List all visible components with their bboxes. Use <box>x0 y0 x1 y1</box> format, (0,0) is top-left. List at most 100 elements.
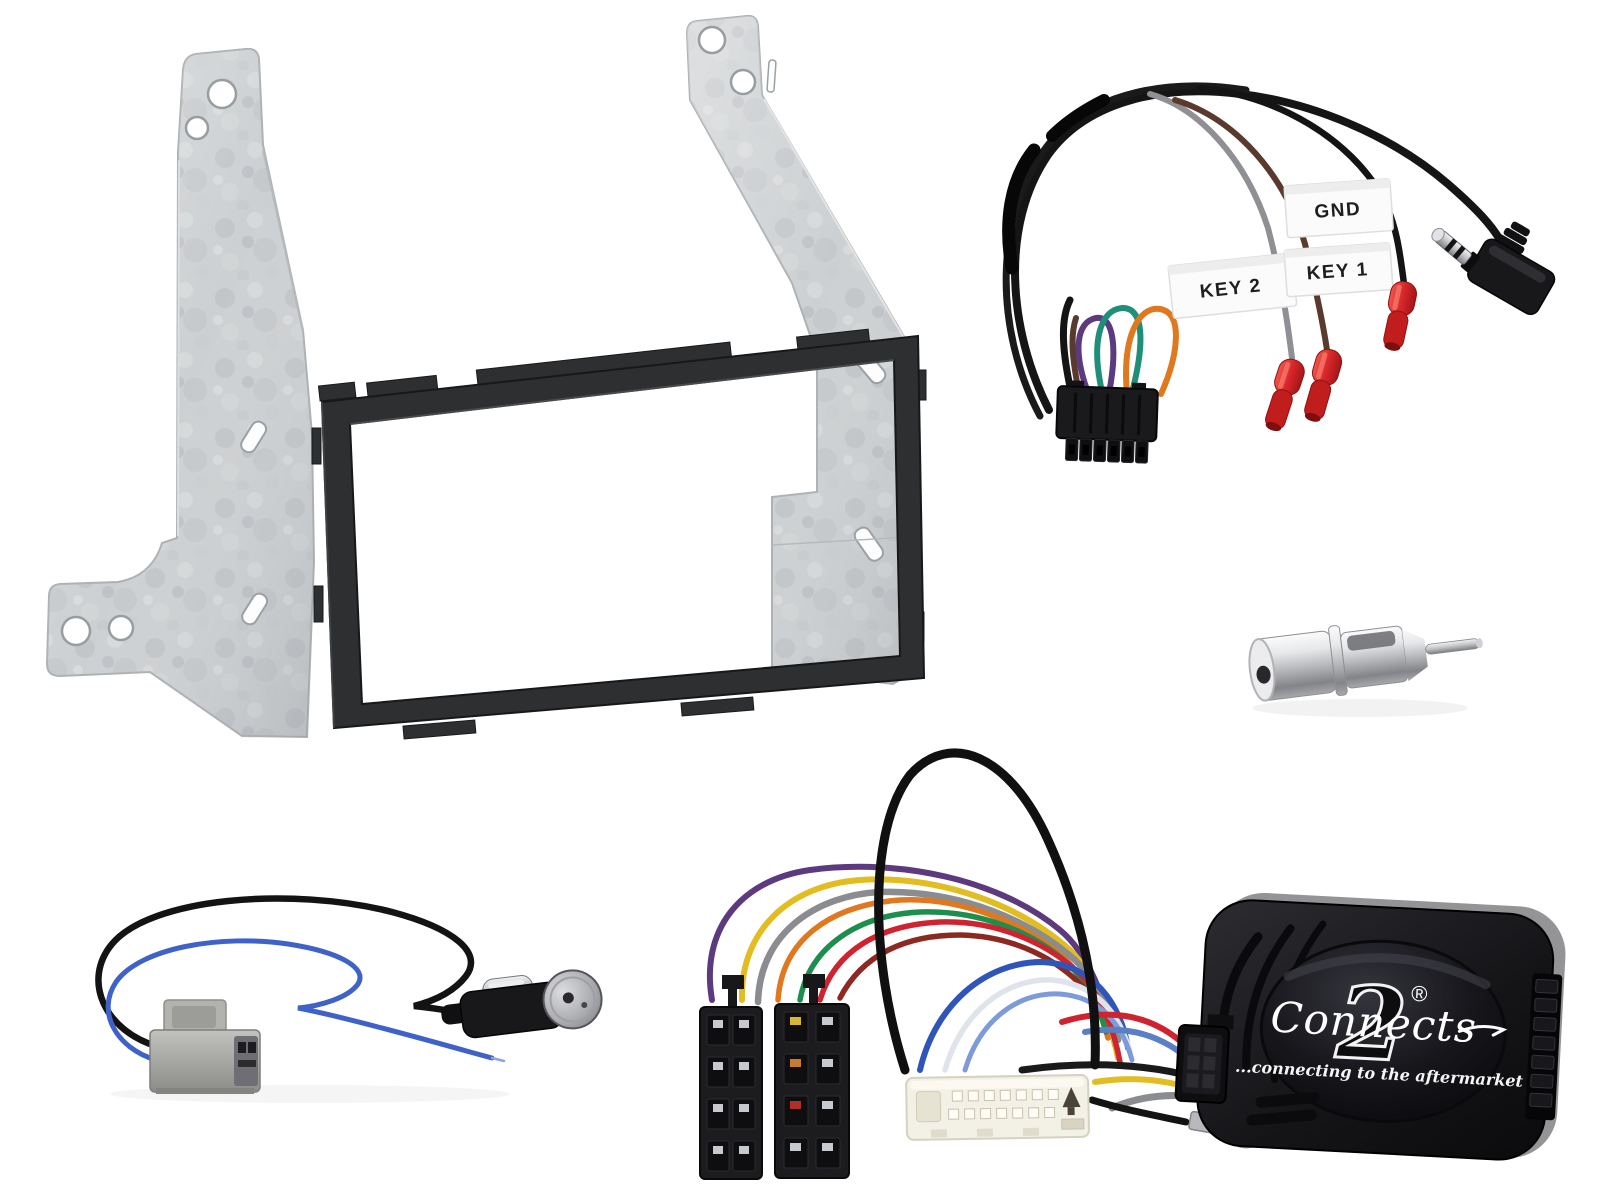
box-right-connector-strip <box>1525 973 1563 1121</box>
label-flag-key1: KEY 1 <box>1283 242 1394 298</box>
bracket-slot <box>241 592 269 626</box>
wire-loop-purple <box>1075 314 1117 401</box>
bracket-tab-hole <box>729 68 757 96</box>
wire-stub-black <box>1060 296 1076 400</box>
jack-body-sheen <box>1488 245 1546 283</box>
frame-corner-tab <box>317 381 357 402</box>
vehicle-connector-notch <box>1022 1127 1040 1136</box>
iso-latch <box>803 974 825 1006</box>
bracket-tab-hole <box>206 78 238 110</box>
iso-latch <box>722 975 744 1007</box>
swc-interface-group: 2 Connects ® ...connecting to the afterm… <box>699 748 1566 1180</box>
jack-3-5mm <box>1431 221 1556 316</box>
jack-strain-relief <box>1496 234 1525 254</box>
bracket-right-plate-shading <box>687 15 913 684</box>
wire-red-into-box <box>1059 1011 1195 1055</box>
bracket-right-crease <box>771 536 911 546</box>
swc-interface-box: 2 Connects ® ...connecting to the afterm… <box>1174 892 1566 1161</box>
wire-black-gnd <box>1196 84 1408 288</box>
bracket-left-fold-line <box>262 149 304 333</box>
bracket-foot-hole <box>107 614 135 642</box>
wire-loop-teal <box>1094 304 1144 399</box>
bracket-foot-hole <box>60 615 92 647</box>
gt13-pin-slot <box>248 1042 256 1053</box>
fascia-bracket-group <box>45 14 927 740</box>
vehicle-connector-marking <box>1062 1087 1081 1108</box>
frame-bottom-tab <box>402 719 477 740</box>
brand-number: 2 <box>1333 963 1410 1085</box>
frame-bottom-tab <box>680 696 755 717</box>
adapter-taper <box>1402 629 1428 682</box>
aerial-adapter <box>1248 625 1483 717</box>
wire-blue <box>917 958 1131 1073</box>
bracket-tab-hole <box>184 115 210 141</box>
din-cage-frame <box>311 328 927 740</box>
bullet-terminal-red <box>1304 348 1343 422</box>
label-flag-gnd: GND <box>1283 178 1394 239</box>
wire-loop-orange <box>1123 305 1179 397</box>
bracket-left-plate <box>45 47 316 739</box>
molex-pin-row <box>1064 437 1149 464</box>
gt13-pin-slot <box>238 1042 246 1053</box>
gt13-bottom-lip <box>156 1088 254 1094</box>
vehicle-connector-slot <box>1061 1118 1085 1130</box>
jack-strain-relief <box>1510 221 1530 237</box>
bracket-tab-slit <box>766 59 777 93</box>
bracket-slot <box>240 420 268 454</box>
vehicle-connector-marking2 <box>1067 1107 1075 1116</box>
wire-gray-key2 <box>1147 91 1295 361</box>
box-gloss-highlight <box>1283 953 1491 990</box>
wire-red <box>817 919 1123 1065</box>
iso-body <box>774 1003 850 1179</box>
iso-pin-cells <box>783 1011 841 1169</box>
vehicle-connector-recess <box>915 1090 942 1123</box>
plug-center-hole <box>562 992 574 1004</box>
wire-black-aerial <box>95 895 475 1050</box>
bullet-terminal-red <box>1383 281 1417 351</box>
box-gloss-face <box>1259 939 1507 1123</box>
plug-barrel-highlight <box>488 979 525 990</box>
wire-tape-wrap <box>1002 143 1041 275</box>
label-gnd-text: GND <box>1314 199 1362 223</box>
iso-pin-cells <box>706 1014 756 1172</box>
wire-blue-aerial <box>105 938 495 1063</box>
frame-side-tab <box>313 585 324 623</box>
frame-inner-highlight <box>349 359 895 425</box>
gt13-pin-slot <box>238 1060 256 1067</box>
bracket-left-fold-line2 <box>177 159 180 537</box>
plug-disc-ring <box>549 976 596 1023</box>
vehicle-connector-notch <box>976 1128 994 1137</box>
wire-blue-bare-tip <box>490 1056 506 1063</box>
vehicle-connector-notch <box>930 1129 948 1138</box>
wire-tape-wrap <box>1046 94 1110 142</box>
box-bottom-vent <box>1255 1092 1320 1108</box>
iso-aerial-plug <box>441 969 603 1039</box>
jack-plug-shaft <box>1431 227 1480 272</box>
wire-black-bundle2 <box>1002 82 1250 420</box>
wire-white-blue <box>942 977 1133 1073</box>
brand-flourish <box>1457 1024 1508 1037</box>
bracket-tab-hole <box>697 25 727 55</box>
label-key1-text: KEY 1 <box>1306 259 1369 284</box>
patch-lead-group: GND KEY 2 KEY 1 <box>1002 82 1556 464</box>
wire-yellow-stub <box>1092 1076 1178 1087</box>
adapter-socket-hole <box>1256 665 1271 684</box>
box-bottom-vent <box>1246 1109 1317 1126</box>
brand-script: Connects <box>1269 992 1478 1052</box>
wire-black-bundle <box>1011 87 1504 414</box>
aerial-lead-group <box>95 895 603 1103</box>
plug-dot <box>581 1002 588 1009</box>
adapter-recess <box>1347 631 1396 651</box>
gt13-ridge-step <box>172 1006 216 1028</box>
box-left-receptacle <box>1174 1014 1234 1104</box>
gt13-vehicle-connector <box>149 999 261 1094</box>
iso-connector-right <box>774 974 850 1179</box>
adapter-pin-tip <box>1475 638 1483 649</box>
label-flag-key2: KEY 2 <box>1167 252 1298 320</box>
molex-body-ribs <box>1072 392 1142 435</box>
wire-black-loop <box>874 748 1100 1075</box>
bracket-right-edge-highlight <box>763 98 905 339</box>
frame-outer-highlight <box>321 401 335 729</box>
